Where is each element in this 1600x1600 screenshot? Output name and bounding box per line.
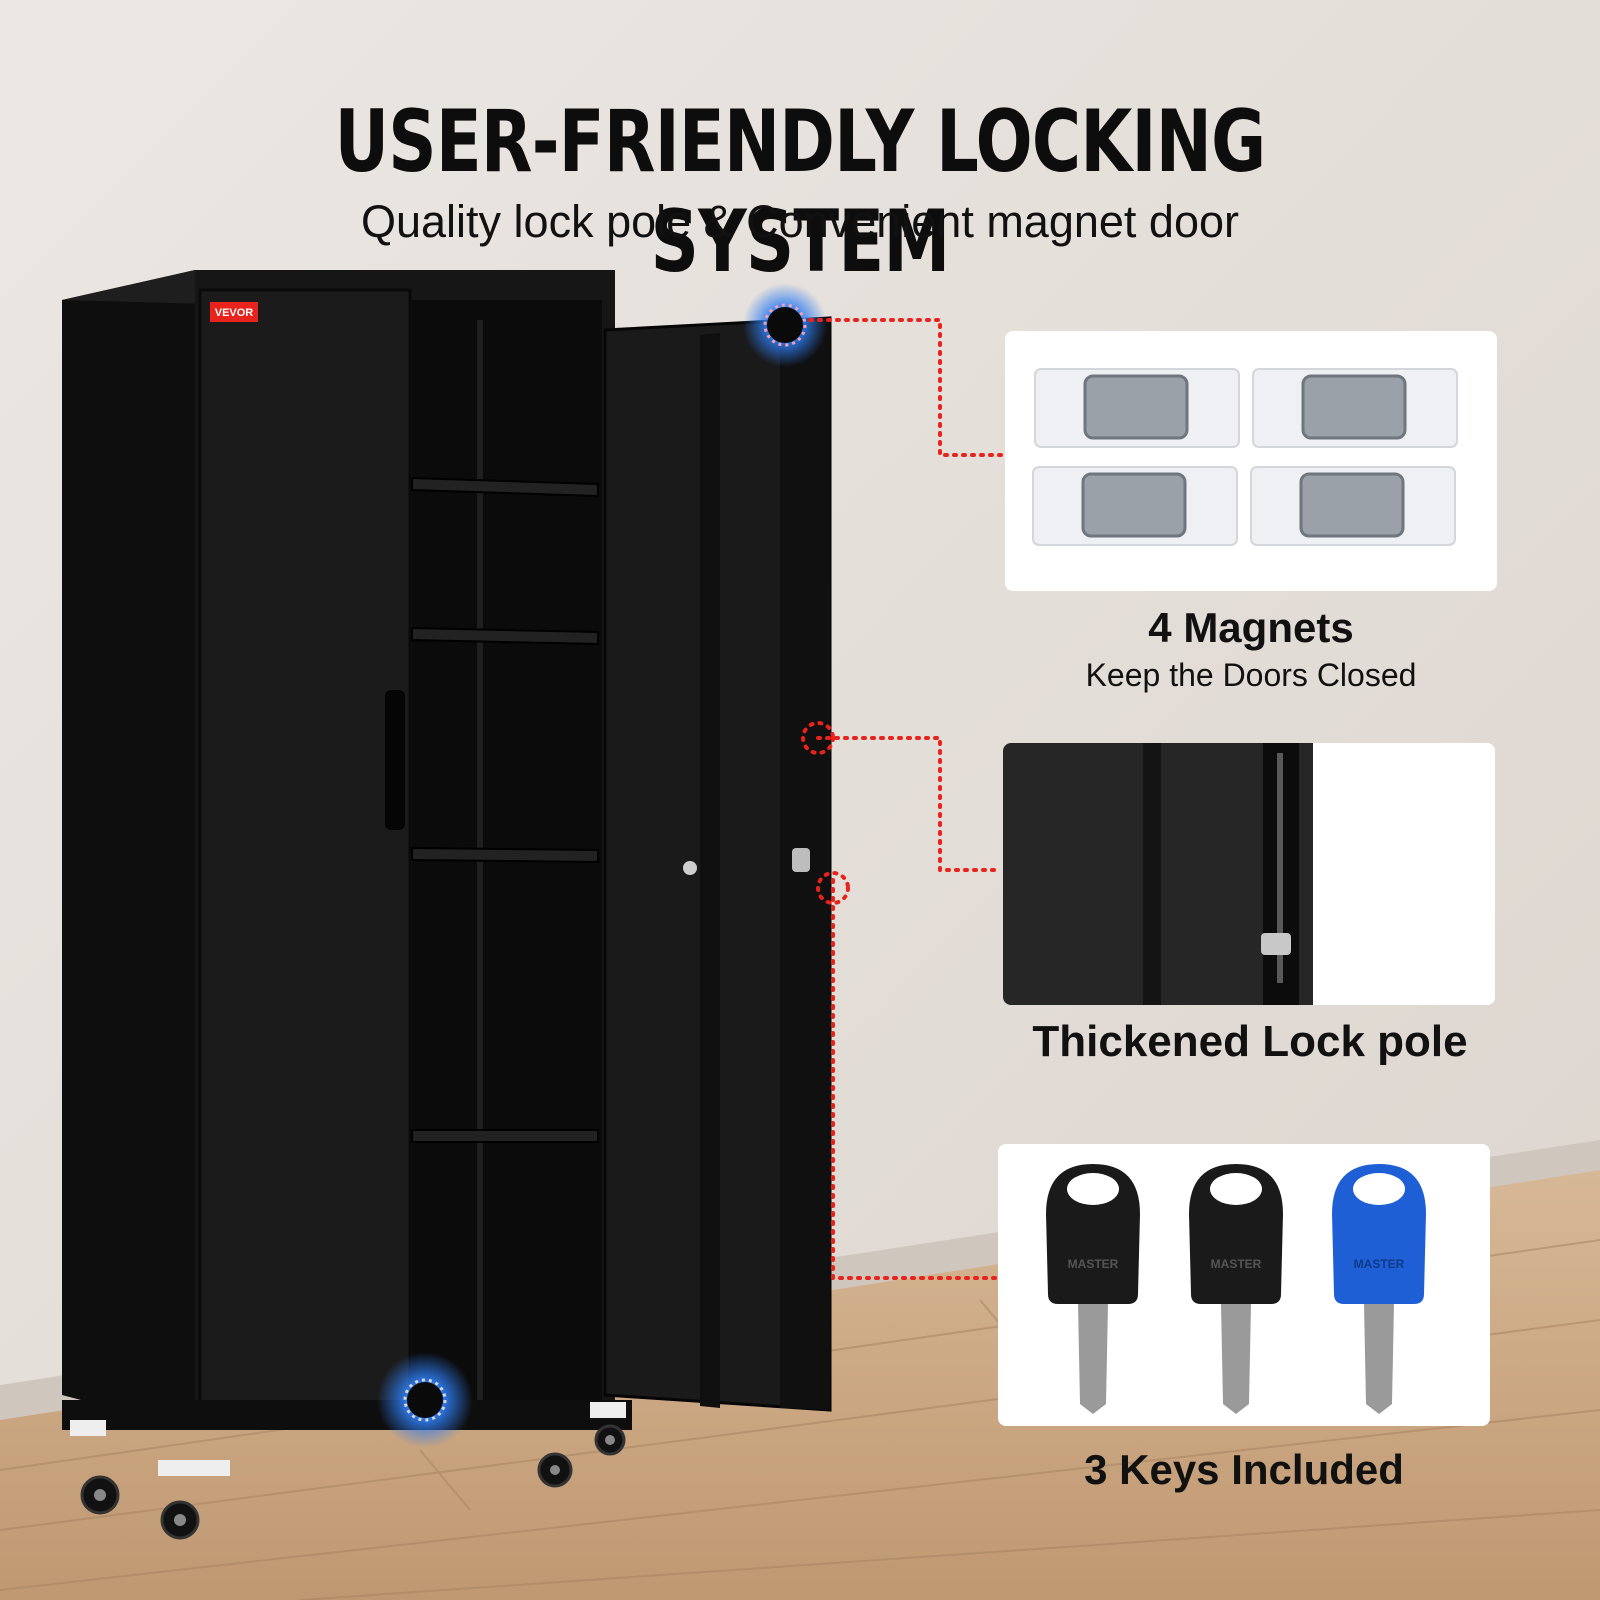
page-subtitle: Quality lock pole & Convenient magnet do… bbox=[360, 196, 1239, 247]
feature-title-magnets: 4 Magnets bbox=[1148, 604, 1354, 651]
keys-image: MASTER MASTER MASTER bbox=[1046, 1164, 1426, 1414]
lock-pole-panel bbox=[1003, 743, 1495, 1005]
svg-text:VEVOR: VEVOR bbox=[215, 307, 254, 319]
feature-title-lock-pole: Thickened Lock pole bbox=[1032, 1017, 1468, 1066]
connector-lines bbox=[801, 318, 1007, 1280]
magnet-highlight-top bbox=[743, 283, 827, 367]
key-black-2: MASTER bbox=[1189, 1164, 1283, 1414]
magnets-panel bbox=[1005, 331, 1497, 591]
page-title: USER-FRIENDLY LOCKING SYSTEM bbox=[334, 92, 1267, 292]
svg-text:MASTER: MASTER bbox=[1211, 1257, 1262, 1271]
key-black-1: MASTER bbox=[1046, 1164, 1140, 1414]
svg-text:MASTER: MASTER bbox=[1354, 1257, 1405, 1271]
feature-caption-magnets: Keep the Doors Closed bbox=[1085, 657, 1417, 693]
svg-text:MASTER: MASTER bbox=[1068, 1257, 1119, 1271]
vevor-logo: VEVOR bbox=[210, 302, 258, 322]
magnets-image bbox=[1032, 368, 1458, 546]
feature-title-keys: 3 Keys Included bbox=[1084, 1446, 1404, 1493]
magnet-highlight-bottom bbox=[377, 1352, 473, 1448]
lock-pole-image bbox=[1003, 743, 1495, 1005]
keys-panel: MASTER MASTER MASTER bbox=[998, 1144, 1490, 1426]
key-blue: MASTER bbox=[1332, 1164, 1426, 1414]
